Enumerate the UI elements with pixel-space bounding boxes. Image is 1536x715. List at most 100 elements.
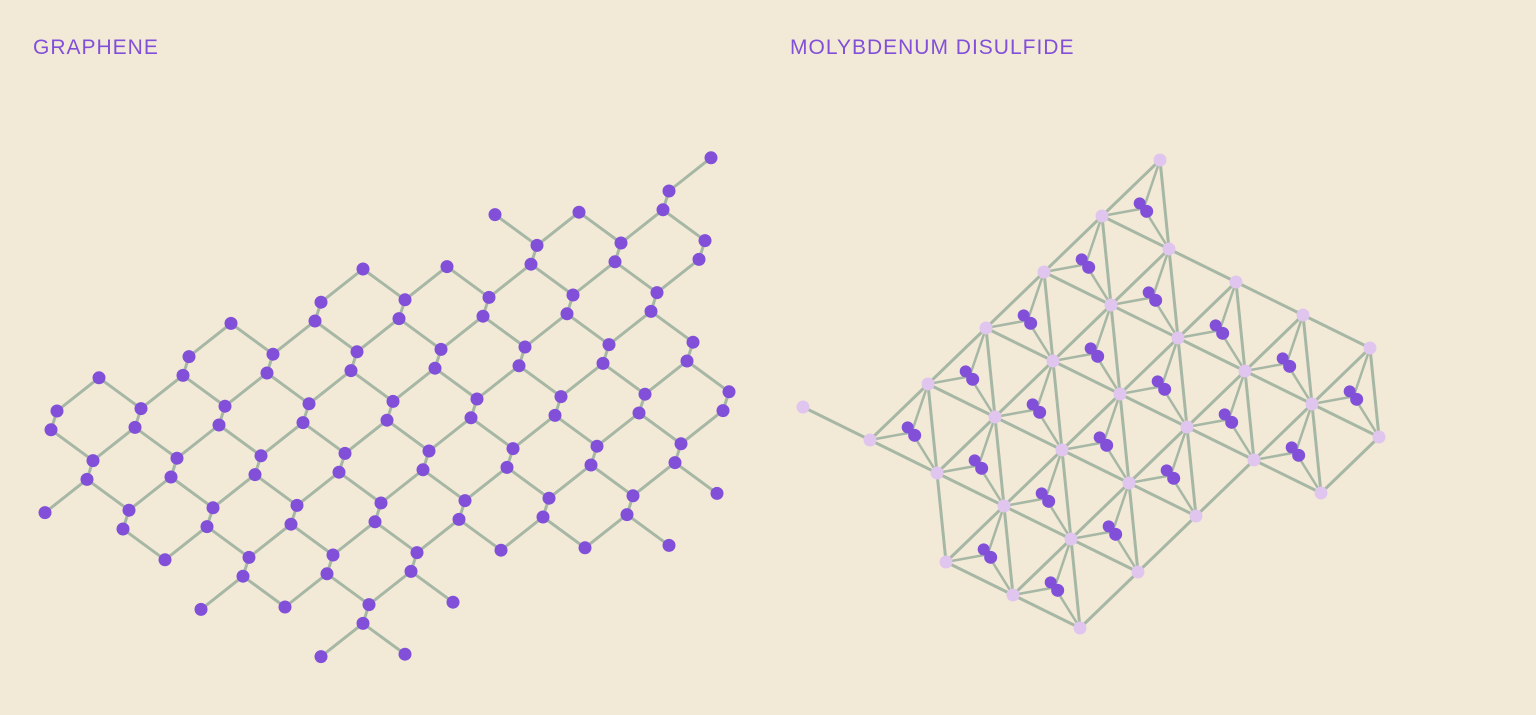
bond — [1176, 280, 1238, 340]
carbon-atom — [710, 486, 724, 500]
carbon-atom — [524, 257, 538, 271]
molybdenum-atom — [975, 461, 989, 475]
carbon-atom — [674, 437, 688, 451]
bond — [686, 359, 730, 394]
bond — [993, 359, 1055, 419]
bond — [1102, 393, 1122, 443]
carbon-atom — [530, 238, 544, 252]
sulfur-atom — [959, 365, 972, 378]
sulfur-atom — [1142, 286, 1155, 299]
bond — [1003, 497, 1046, 508]
carbon-atom — [536, 510, 550, 524]
carbon-atom — [428, 361, 442, 375]
bond — [242, 574, 286, 609]
bond — [170, 475, 214, 510]
sulfur-atom — [1180, 420, 1194, 434]
bond — [320, 622, 364, 658]
bond — [44, 478, 88, 514]
bond — [1110, 296, 1153, 307]
molybdenum-atom — [1292, 448, 1306, 462]
bond — [936, 464, 979, 475]
bond — [1026, 271, 1046, 321]
bond — [1069, 538, 1082, 629]
bond — [446, 265, 490, 299]
sulfur-atom — [796, 400, 810, 414]
bond — [1142, 159, 1162, 209]
carbon-atom — [548, 408, 562, 422]
bond — [1319, 435, 1381, 495]
bond — [1253, 451, 1296, 462]
bond — [994, 408, 1037, 419]
bond — [596, 411, 640, 448]
carbon-atom — [116, 522, 130, 536]
carbon-atom — [326, 548, 340, 562]
bond — [482, 314, 526, 349]
bond — [224, 371, 268, 408]
molybdenum-atom — [1283, 359, 1297, 373]
sulfur-atom — [1296, 308, 1310, 322]
bond — [1070, 530, 1113, 541]
sulfur-atom — [988, 410, 1002, 424]
bond — [290, 522, 334, 557]
bond — [134, 426, 178, 460]
carbon-atom — [608, 255, 622, 269]
bond — [1158, 159, 1171, 250]
bond — [1311, 402, 1380, 439]
bond — [1110, 303, 1179, 340]
carbon-atom — [374, 496, 388, 510]
bond — [1060, 392, 1122, 452]
bond — [1128, 474, 1171, 485]
carbon-atom — [248, 468, 262, 482]
bond — [140, 374, 184, 410]
sulfur-atom — [1046, 354, 1060, 368]
carbon-atom — [470, 392, 484, 406]
bond — [1051, 303, 1113, 363]
bond — [650, 310, 694, 344]
bond — [554, 414, 598, 448]
carbon-atom — [698, 234, 712, 248]
bond — [935, 472, 948, 563]
bond — [1053, 538, 1073, 588]
bond — [578, 210, 622, 245]
bond — [936, 471, 1005, 508]
carbon-atom — [578, 541, 592, 555]
bond — [1012, 593, 1081, 630]
bond — [476, 364, 520, 401]
bond — [1244, 362, 1287, 373]
bond — [1061, 448, 1130, 485]
bond — [350, 369, 394, 403]
bond — [1136, 514, 1198, 574]
molybdenum-atom — [1042, 494, 1056, 508]
sulfur-atom — [1133, 197, 1146, 210]
bond — [680, 409, 724, 445]
sulfur-atom — [1044, 576, 1057, 589]
bond — [945, 560, 1014, 597]
bond — [212, 473, 256, 509]
sulfur-atom — [1075, 253, 1088, 266]
bond — [1311, 395, 1354, 406]
bond — [254, 473, 298, 507]
sulfur-atom — [1372, 430, 1386, 444]
carbon-atom — [410, 546, 424, 560]
bond — [985, 319, 1028, 330]
bond — [984, 270, 1046, 330]
sulfur-atom — [1095, 209, 1109, 223]
carbon-atom — [686, 335, 700, 349]
bond — [1218, 281, 1238, 331]
bond — [910, 383, 930, 433]
bond — [362, 267, 406, 302]
molybdenum-atom — [1350, 392, 1364, 406]
bond — [1101, 207, 1144, 218]
bond — [1310, 346, 1372, 406]
bond — [1285, 314, 1305, 364]
sulfur-atom — [1131, 565, 1145, 579]
bond — [1168, 247, 1237, 284]
carbon-atom — [392, 312, 406, 326]
sulfur-atom — [997, 499, 1011, 513]
bond — [248, 523, 292, 559]
molybdenum-atom — [1109, 527, 1123, 541]
sulfur-atom — [1162, 242, 1176, 256]
carbon-atom — [332, 465, 346, 479]
bond — [926, 326, 988, 386]
carbon-atom — [398, 293, 412, 307]
